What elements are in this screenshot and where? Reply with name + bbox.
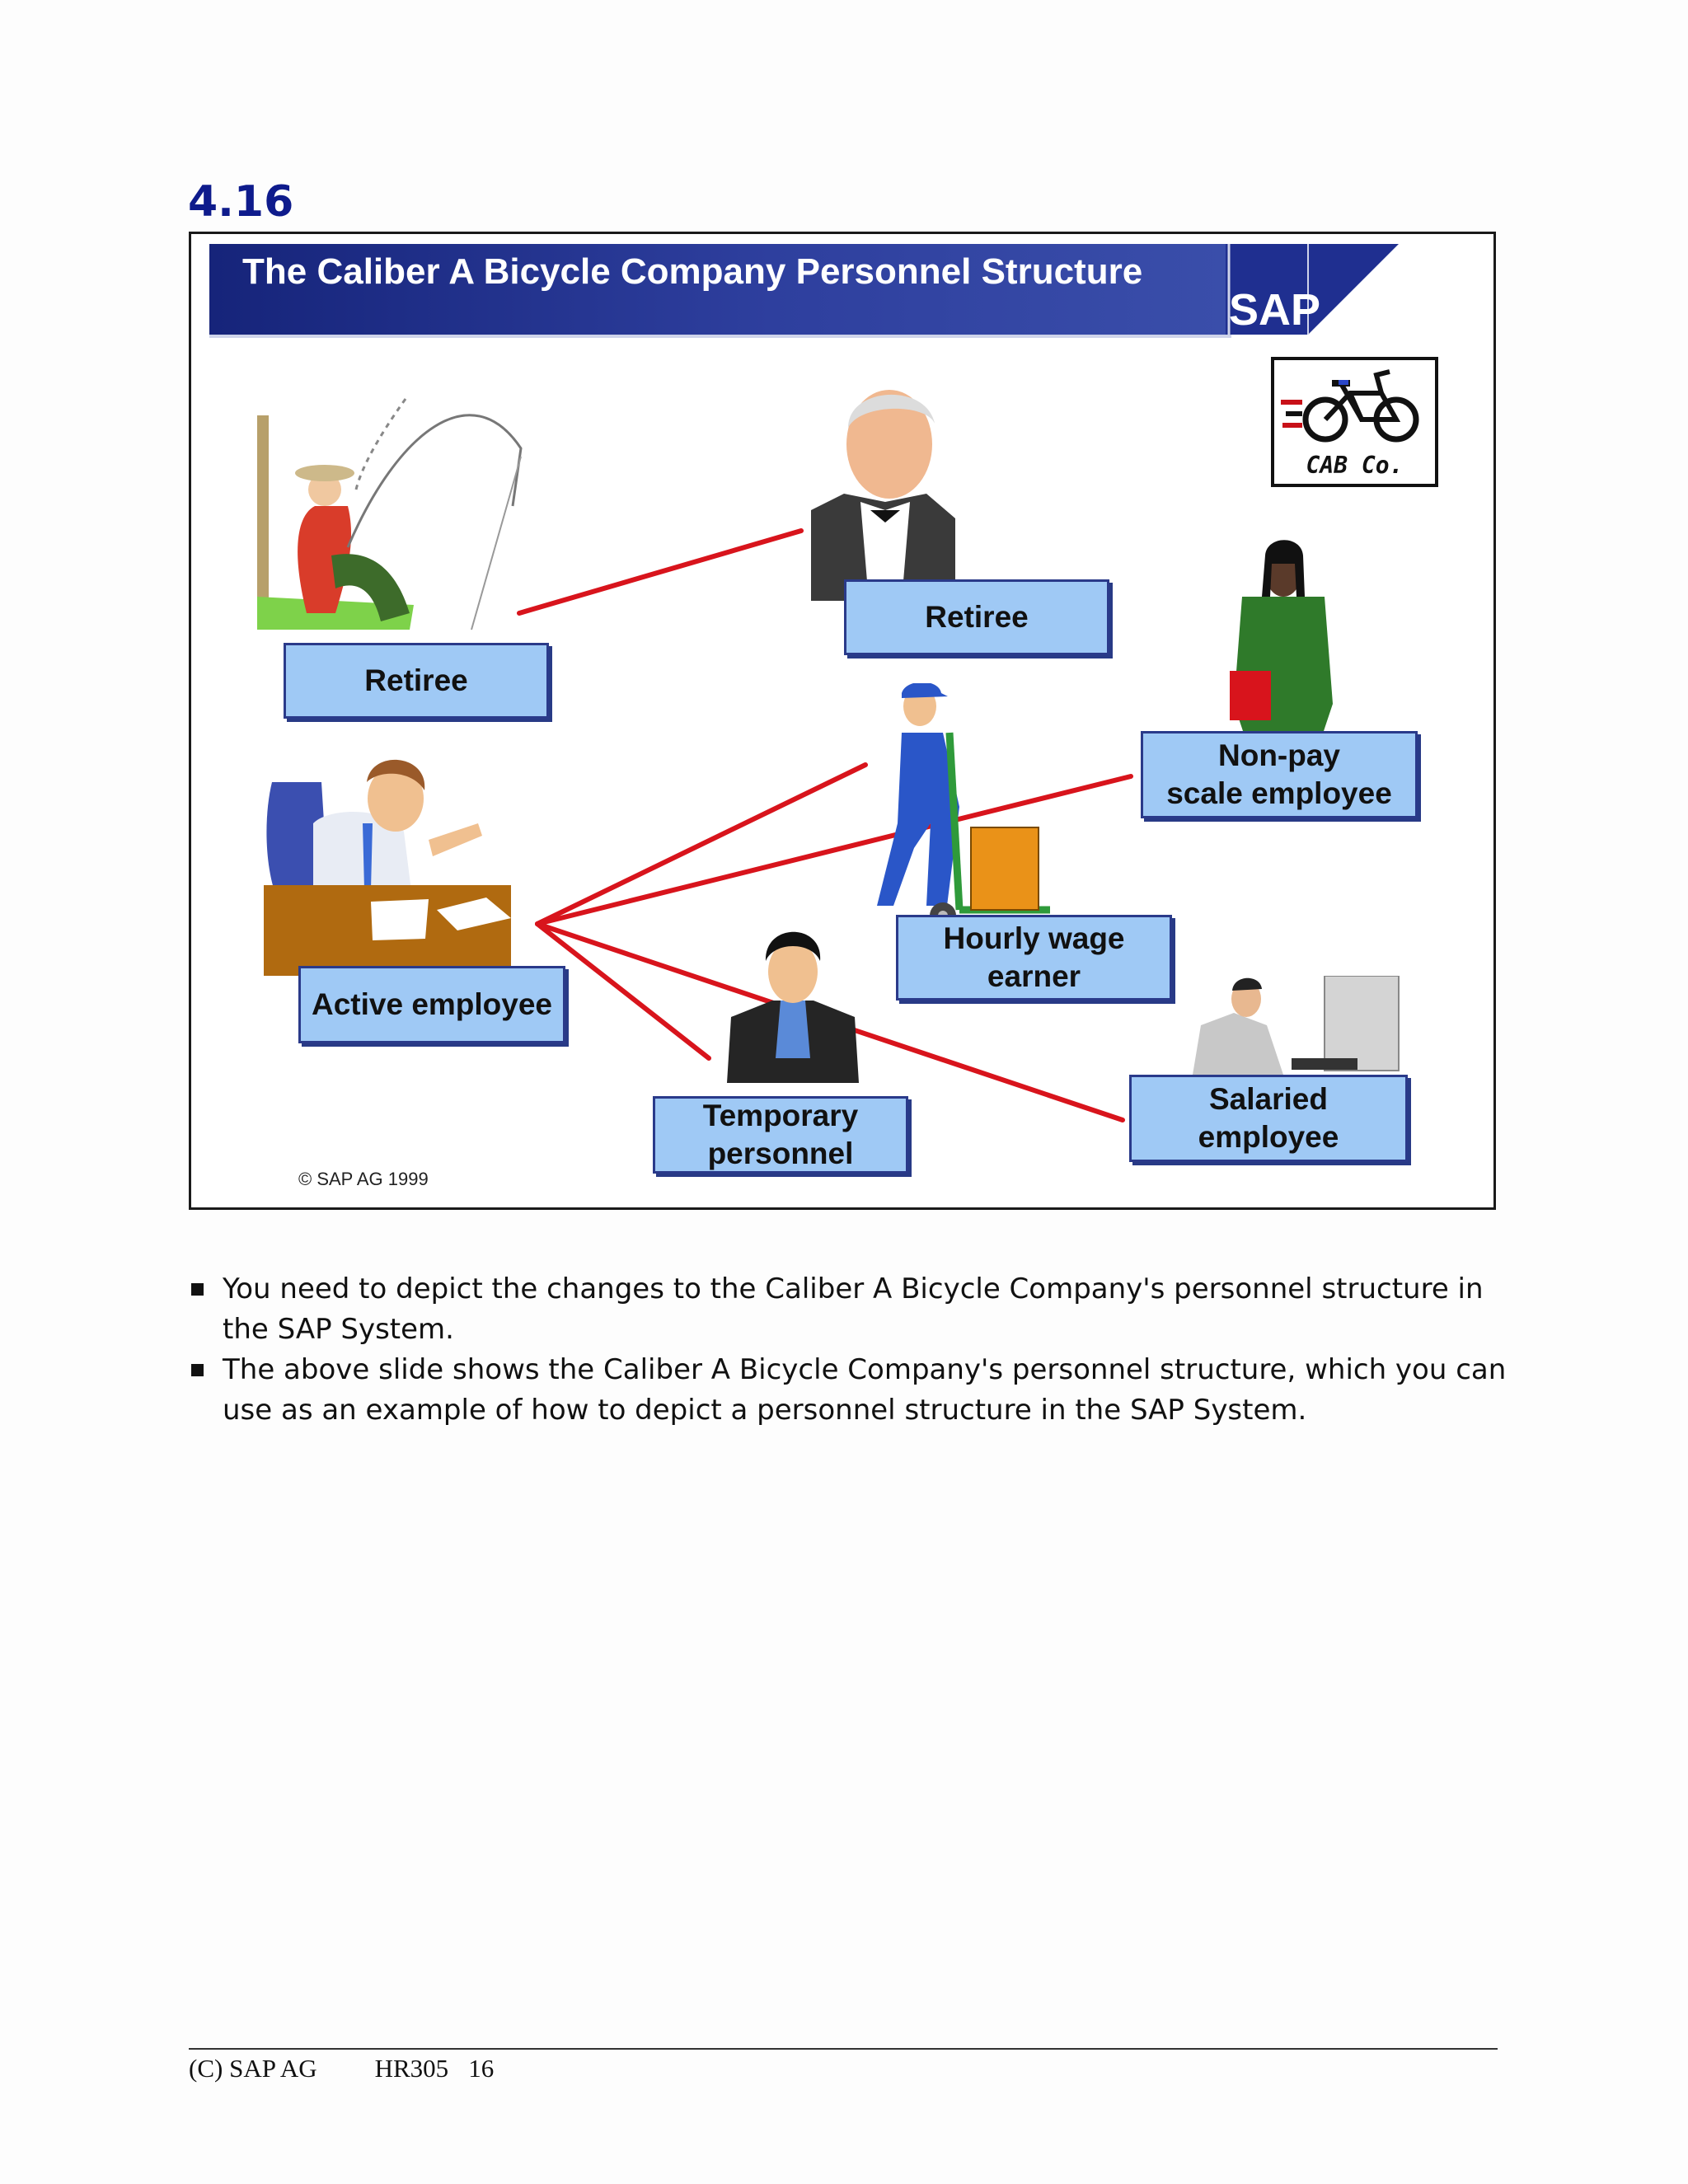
temporary-worker-illustration: [727, 931, 859, 1083]
label-temporary-personnel: Temporary personnel: [653, 1096, 908, 1174]
label-retiree-right: Retiree: [844, 579, 1109, 655]
label-non-pay-scale-employee: Non-pay scale employee: [1141, 731, 1418, 818]
label-hourly-wage-earner: Hourly wage earner: [896, 915, 1172, 1001]
businesswoman-illustration: [1230, 540, 1333, 753]
bullet-text: The above slide shows the Caliber A Bicy…: [223, 1353, 1507, 1427]
connector-lines: [517, 528, 1133, 1122]
fishing-retiree-illustration: [257, 398, 523, 630]
office-worker-illustration: [264, 759, 511, 976]
connector-retiree: [517, 528, 804, 616]
label-retiree-left: Retiree: [284, 643, 549, 719]
slide-copyright: © SAP AG 1999: [298, 1169, 429, 1189]
computer-worker-illustration: [1193, 976, 1400, 1075]
hand-truck-worker-illustration: [877, 683, 1050, 929]
elderly-man-illustration: [811, 390, 955, 601]
bullet-square-icon: [191, 1283, 204, 1296]
connector-non-pay-scale: [535, 774, 1133, 926]
connector-temporary: [535, 921, 711, 1061]
sap-logo: SAP: [1226, 244, 1399, 335]
label-salaried-employee: Salaried employee: [1129, 1075, 1408, 1162]
slide-title-bar: The Caliber A Bicycle Company Personnel …: [209, 244, 1231, 338]
bullet-item: The above slide shows the Caliber A Bicy…: [188, 1350, 1507, 1431]
footer-company: (C) SAP AG: [189, 2054, 317, 2083]
connector-hourly-wage: [535, 762, 868, 926]
cab-company-logo: CAB Co.: [1271, 357, 1438, 487]
bullet-square-icon: [191, 1364, 204, 1376]
section-number: 4.16: [188, 177, 294, 227]
footer-course: HR305: [374, 2054, 449, 2083]
cab-logo-text: CAB Co.: [1306, 452, 1404, 479]
bullet-text: You need to depict the changes to the Ca…: [223, 1272, 1484, 1346]
slide-title: The Caliber A Bicycle Company Personnel …: [242, 251, 1143, 292]
footer-divider: [189, 2048, 1498, 2050]
bullet-item: You need to depict the changes to the Ca…: [188, 1269, 1507, 1350]
page-footer: (C) SAP AG HR305 16: [189, 2054, 494, 2083]
bicycle-icon: [1281, 369, 1419, 443]
footer-page-number: 16: [468, 2054, 495, 2083]
sap-logo-text: SAP: [1229, 285, 1320, 335]
slide: The Caliber A Bicycle Company Personnel …: [189, 232, 1496, 1210]
bullet-list: You need to depict the changes to the Ca…: [188, 1269, 1507, 1431]
label-active-employee: Active employee: [298, 966, 565, 1043]
